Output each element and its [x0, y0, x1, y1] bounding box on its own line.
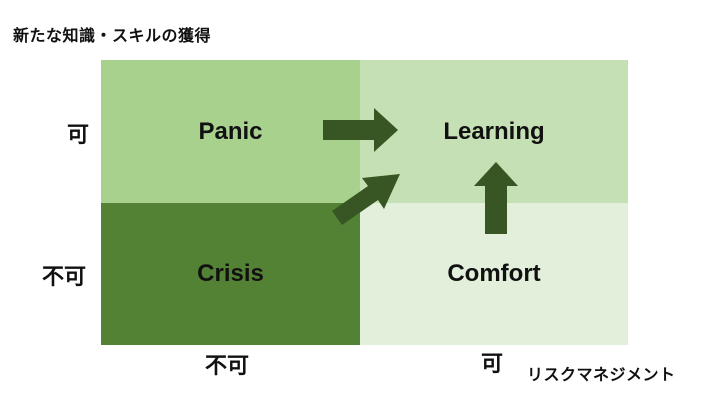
quadrant-crisis: Crisis — [101, 203, 360, 345]
x-label-left: 不可 — [205, 354, 250, 379]
x-label-right: 可 — [481, 352, 504, 377]
quadrant-learning-label: Learning — [443, 117, 545, 145]
arrow-panic-to-learning — [323, 108, 398, 152]
quadrant-crisis-label: Crisis — [197, 260, 264, 287]
quadrant-learning: Learning — [360, 60, 628, 203]
y-label-bottom: 不可 — [42, 265, 87, 290]
quadrant-panic-label: Panic — [198, 117, 263, 145]
quadrant-panic: Panic — [101, 60, 360, 203]
x-axis-title: リスクマネジメント — [527, 365, 676, 384]
y-axis-title: 新たな知識・スキルの獲得 — [13, 26, 212, 45]
y-label-top: 可 — [67, 123, 90, 148]
quadrant-comfort-label: Comfort — [447, 260, 541, 287]
arrow-crisis-to-learning — [332, 174, 400, 225]
arrow-comfort-to-learning — [474, 162, 518, 234]
